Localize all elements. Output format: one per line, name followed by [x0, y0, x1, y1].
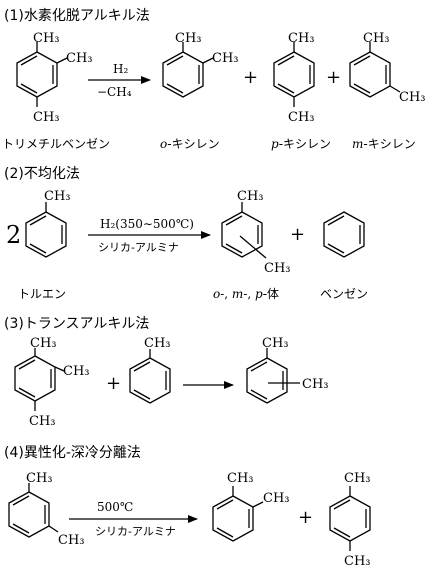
substituent-label: CH₃: [63, 364, 90, 379]
toluene-label: トルエン: [18, 287, 66, 301]
m-xylene-structure: [8, 483, 59, 538]
substituent-label: CH₃: [30, 336, 57, 351]
o-xylene-label: o-キシレン: [160, 137, 220, 151]
reagent-top: H₂(350∼500℃): [100, 217, 194, 231]
plus-sign: +: [106, 373, 121, 394]
toluene-structure: [25, 202, 67, 258]
section-4-heading: (4)異性化-深冷分離法: [4, 444, 141, 461]
reagent-bottom: シリカ-アルミナ: [98, 241, 179, 254]
substituent-label: CH₃: [175, 31, 202, 46]
toluene-structure: [129, 349, 171, 404]
coefficient: 2: [6, 221, 21, 249]
substituent-label: CH₃: [262, 336, 289, 351]
xylene-structure: [246, 348, 300, 404]
reagent-top: 500℃: [97, 500, 133, 514]
reagent-bottom: シリカ-アルミナ: [95, 525, 176, 538]
plus-sign: +: [298, 507, 313, 528]
m-xylene-structure: [349, 42, 401, 98]
trimethylbenzene-structure: [16, 42, 68, 107]
substituent-label: CH₃: [363, 31, 390, 46]
substituent-label: CH₃: [264, 261, 291, 276]
substituent-label: CH₃: [58, 533, 85, 548]
substituent-label: CH₃: [29, 414, 56, 429]
substituent-label: CH₃: [288, 31, 315, 46]
substituent-label: CH₃: [227, 471, 254, 486]
substituent-label: CH₃: [344, 554, 371, 569]
substituent-label: CH₃: [302, 377, 329, 392]
substituent-label: CH₃: [212, 51, 239, 66]
reagent-bottom: −CH₄: [97, 85, 132, 99]
section-2-heading: (2)不均化法: [4, 166, 80, 182]
trimethylbenzene-structure: [14, 348, 65, 411]
substituent-label: CH₃: [344, 471, 371, 486]
substituent-label: CH₃: [33, 110, 60, 125]
xylene-isomers-label: o-, m-, p-体: [213, 287, 279, 301]
substituent-label: CH₃: [144, 336, 171, 351]
benzene-label: ベンゼン: [320, 287, 368, 301]
substituent-label: CH₃: [26, 471, 53, 486]
o-xylene-structure: [162, 42, 214, 98]
p-xylene-structure: [273, 42, 315, 107]
substituent-label: CH₃: [33, 31, 60, 46]
trimethylbenzene-label: トリメチルベンゼン: [2, 137, 110, 151]
substituent-label: CH₃: [237, 189, 264, 204]
section-1-heading: (1)水素化脱アルキル法: [4, 8, 150, 24]
substituent-label: CH₃: [44, 189, 71, 204]
substituent-label: CH₃: [66, 51, 93, 66]
plus-sign: +: [326, 67, 341, 88]
xylene-isomers-structure: [221, 202, 267, 259]
p-xylene-structure: [329, 486, 371, 551]
reagent-top: H₂: [113, 62, 128, 76]
m-xylene-label: m-キシレン: [352, 137, 416, 151]
plus-sign: +: [290, 224, 305, 245]
substituent-label: CH₃: [263, 491, 290, 506]
benzene-structure: [323, 211, 365, 258]
section-3-heading: (3)トランスアルキル法: [4, 316, 149, 332]
substituent-label: CH₃: [399, 90, 426, 105]
substituent-label: CH₃: [288, 110, 315, 125]
plus-sign: +: [243, 67, 258, 88]
p-xylene-label: p-キシレン: [271, 137, 331, 151]
o-xylene-structure: [212, 486, 264, 542]
